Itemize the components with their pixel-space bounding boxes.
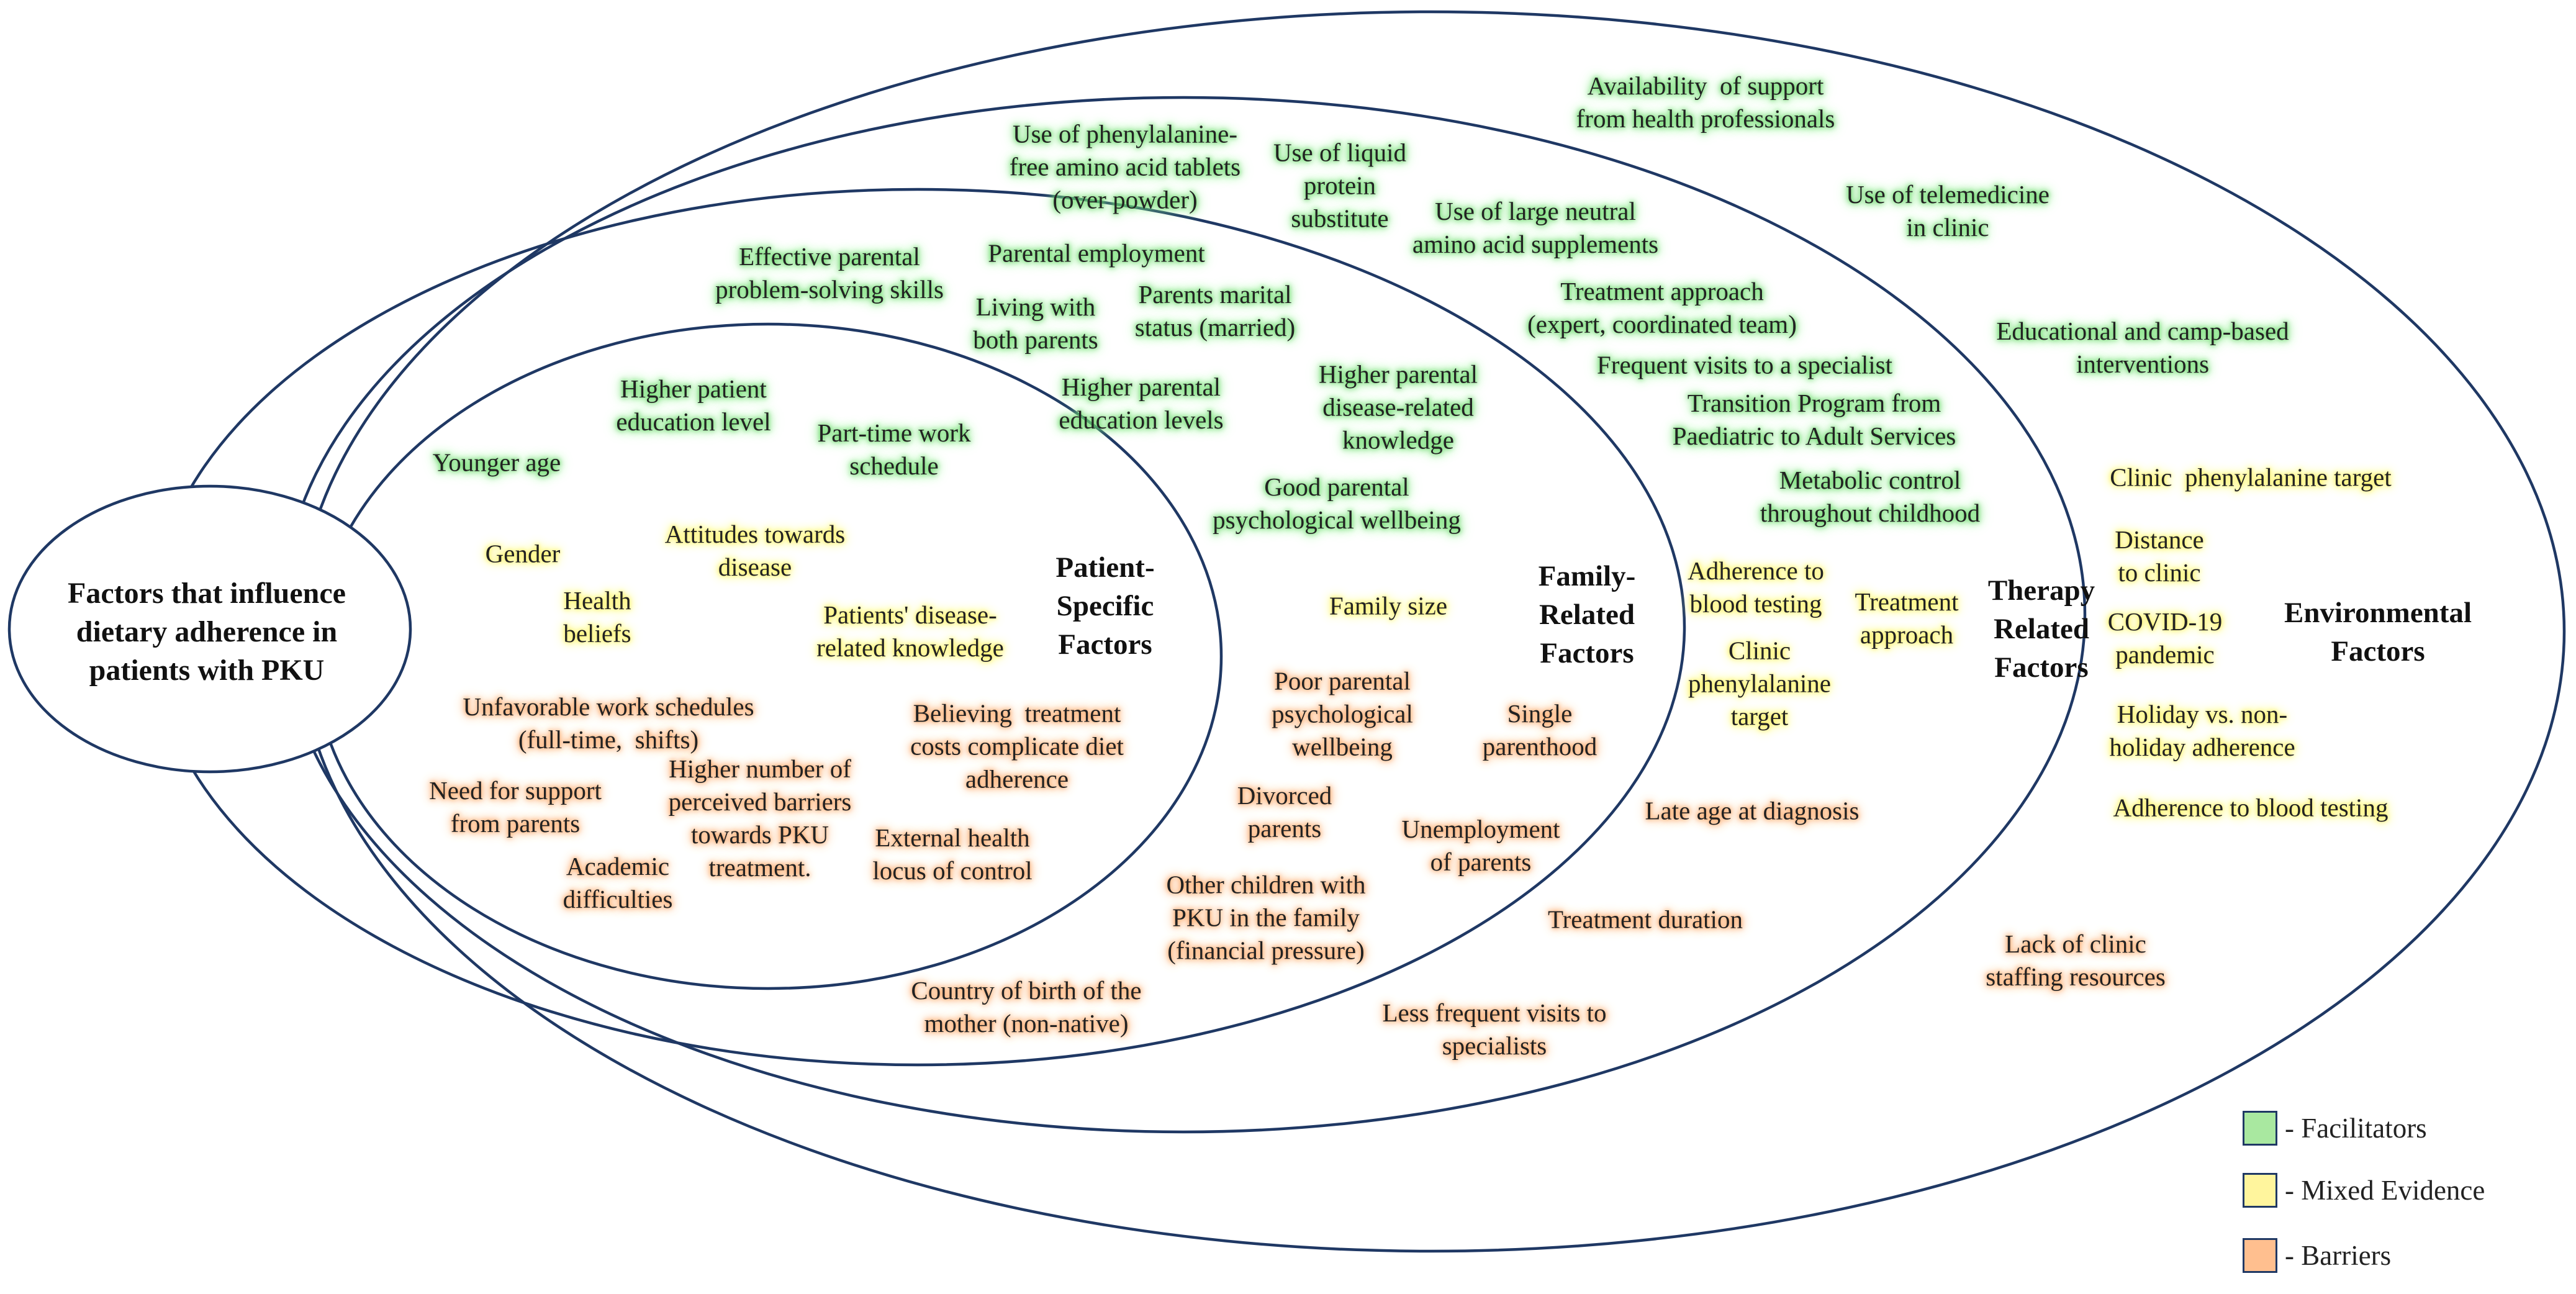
factor-clinic-phe-target-therapy: Clinic phenylalanine target [1688, 636, 1831, 731]
factor-holiday-adherence: Holiday vs. non- holiday adherence [2109, 700, 2295, 761]
factor-adherence-blood-testing-env: Adherence to blood testing [2113, 793, 2388, 822]
factor-parents-marital-status: Parents marital status (married) [1134, 280, 1296, 342]
legend: - Facilitators - Mixed Evidence - Barrie… [2243, 1109, 2565, 1283]
center-ring [7, 484, 412, 774]
factor-academic-difficulties: Academic difficulties [563, 852, 673, 913]
factor-liquid-protein-substitute: Use of liquid protein substitute [1273, 138, 1407, 233]
factor-gender: Gender [485, 539, 561, 568]
factor-covid-pandemic: COVID-19 pandemic [2107, 607, 2223, 669]
legend-label-facilitators: - Facilitators [2285, 1113, 2427, 1144]
legend-label-barriers: - Barriers [2285, 1240, 2392, 1271]
factor-transition-program: Transition Program from Paediatric to Ad… [1672, 389, 1956, 450]
legend-swatch-facilitators [2243, 1111, 2277, 1146]
legend-item-facilitators: - Facilitators [2243, 1109, 2427, 1147]
factor-poor-parental-wellbeing: Poor parental psychological wellbeing [1272, 666, 1413, 761]
factor-good-parental-wellbeing: Good parental psychological wellbeing [1213, 473, 1461, 534]
factor-country-of-birth-mother: Country of birth of the mother (non-nati… [911, 976, 1142, 1038]
level-label-environmental: Environmental Factors [2284, 597, 2472, 667]
factor-higher-parental-knowledge: Higher parental disease-related knowledg… [1318, 360, 1478, 455]
legend-item-barriers: - Barriers [2243, 1236, 2391, 1275]
diagram-title: Factors that influence dietary adherence… [68, 577, 346, 687]
factor-part-time-work: Part-time work schedule [817, 419, 971, 480]
factor-attitudes-towards-disease: Attitudes towards disease [664, 520, 846, 581]
level-label-family: Family- Related Factors [1538, 560, 1636, 669]
legend-swatch-mixed-evidence [2243, 1173, 2277, 1208]
factor-phenylalanine-free-tablets: Use of phenylalanine- free amino acid ta… [1009, 119, 1241, 214]
factor-other-children-with-pku: Other children with PKU in the family (f… [1166, 870, 1366, 965]
factor-support-health-professionals: Availability of support from health prof… [1576, 71, 1835, 133]
factor-single-parenthood: Single parenthood [1482, 699, 1598, 761]
factor-telemedicine: Use of telemedicine in clinic [1846, 180, 2050, 242]
factor-parental-employment: Parental employment [988, 238, 1205, 268]
legend-item-mixed-evidence: - Mixed Evidence [2243, 1171, 2485, 1210]
factor-frequent-specialist-visits: Frequent visits to a specialist [1597, 350, 1892, 379]
factor-clinic-phe-target-env: Clinic phenylalanine target [2110, 463, 2392, 492]
factor-believing-treatment-costs: Believing treatment costs complicate die… [910, 699, 1124, 794]
factor-lack-clinic-staffing: Lack of clinic staffing resources [1986, 930, 2166, 991]
factor-younger-age: Younger age [432, 448, 561, 477]
factor-family-size: Family size [1329, 591, 1448, 620]
factor-unemployment-of-parents: Unemployment of parents [1401, 815, 1560, 876]
factor-divorced-parents: Divorced parents [1237, 781, 1332, 843]
factor-external-locus-of-control: External health locus of control [872, 823, 1033, 885]
factor-effective-parental-problem-solving: Effective parental problem-solving skill… [715, 242, 944, 304]
factor-treatment-approach-mixed: Treatment approach [1855, 587, 1959, 649]
factor-unfavorable-work-schedules: Unfavorable work schedules (full-time, s… [463, 692, 754, 754]
factor-late-age-diagnosis: Late age at diagnosis [1645, 796, 1860, 825]
factor-living-with-both-parents: Living with both parents [973, 292, 1098, 354]
factor-adherence-blood-testing-therapy: Adherence to blood testing [1688, 556, 1824, 618]
factor-need-for-support: Need for support from parents [429, 776, 602, 838]
factor-metabolic-control-childhood: Metabolic control throughout childhood [1760, 466, 1981, 527]
legend-label-mixed-evidence: - Mixed Evidence [2285, 1175, 2485, 1206]
factor-perceived-barriers: Higher number of perceived barriers towa… [668, 754, 852, 882]
factor-higher-parental-education: Higher parental education levels [1059, 373, 1224, 434]
factor-treatment-duration: Treatment duration [1548, 905, 1743, 934]
factor-less-frequent-visits: Less frequent visits to specialists [1382, 998, 1607, 1060]
factor-higher-patient-education: Higher patient education level [616, 374, 771, 436]
factor-lnaa-supplements: Use of large neutral amino acid suppleme… [1412, 197, 1659, 258]
factor-educational-camp-interventions: Educational and camp-based interventions [1996, 317, 2289, 378]
legend-swatch-barriers [2243, 1238, 2277, 1273]
factor-distance-to-clinic: Distance to clinic [2115, 525, 2204, 587]
level-label-therapy: Therapy Related Factors [1987, 574, 2095, 684]
factor-treatment-approach-expert: Treatment approach (expert, coordinated … [1527, 277, 1797, 338]
level-label-patient: Patient- Specific Factors [1055, 551, 1155, 661]
factor-health-beliefs: Health beliefs [563, 586, 631, 648]
factor-patients-disease-knowledge: Patients' disease- related knowledge [816, 600, 1004, 662]
